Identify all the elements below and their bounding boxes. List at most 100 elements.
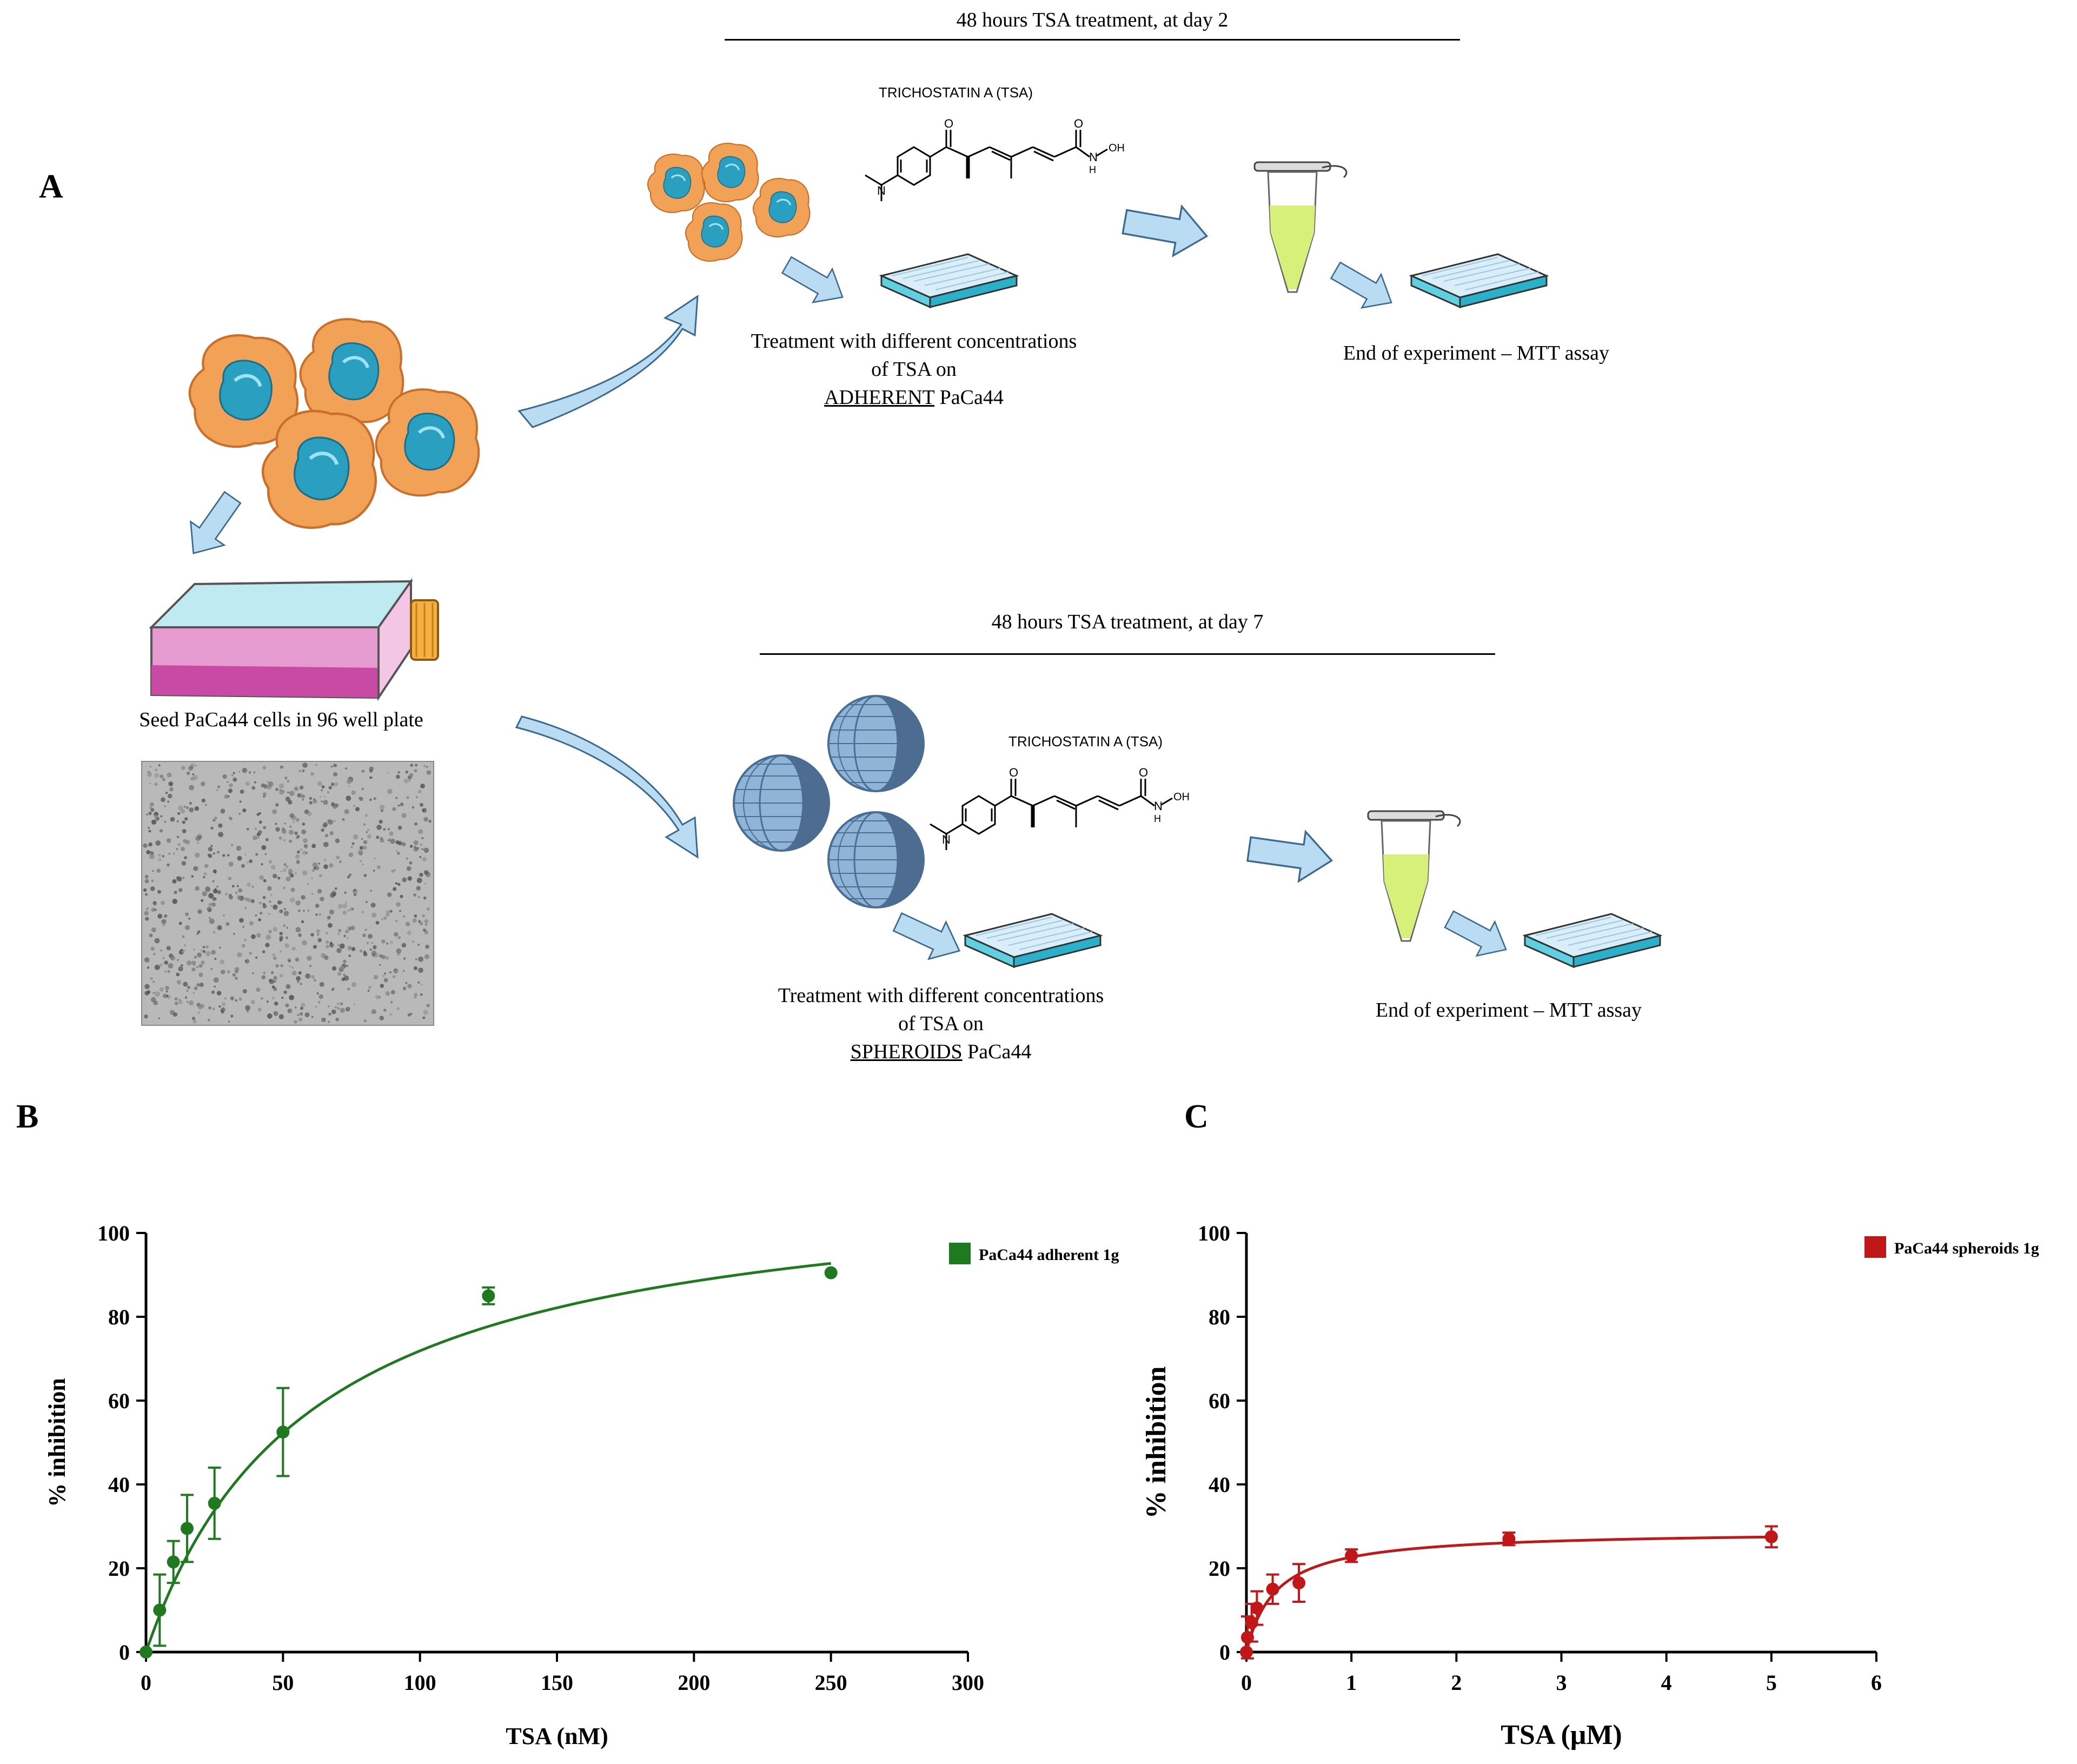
speckle	[273, 873, 277, 879]
speckle	[426, 766, 429, 768]
speckle	[420, 993, 423, 996]
speckle	[407, 931, 412, 936]
speckle	[191, 1017, 196, 1020]
speckle	[331, 892, 334, 894]
speckle	[400, 803, 404, 806]
speckle	[234, 967, 240, 972]
speckle	[312, 862, 318, 867]
speckle	[311, 844, 316, 848]
speckle	[233, 772, 235, 774]
speckle	[262, 896, 266, 899]
speckle	[387, 892, 392, 897]
speckle	[370, 903, 376, 908]
speckle	[208, 854, 213, 858]
speckle	[172, 1012, 178, 1017]
speckle	[199, 983, 204, 987]
speckle	[284, 777, 288, 780]
chart-b-data-point	[167, 1555, 180, 1569]
speckle	[280, 765, 283, 769]
speckle	[409, 773, 414, 778]
speckle	[255, 853, 258, 856]
speckle	[337, 972, 341, 976]
speckle	[351, 790, 356, 795]
speckle	[263, 971, 266, 974]
chart-b-data-point	[824, 1266, 838, 1279]
speckle	[288, 959, 291, 963]
speckle	[185, 806, 189, 810]
chart-c-x-tick-label: 6	[1871, 1670, 1882, 1695]
speckle	[302, 851, 307, 856]
speckle	[407, 1013, 411, 1017]
chart-b-data-point	[482, 1289, 495, 1303]
speckle	[165, 994, 169, 997]
speckle	[286, 936, 288, 939]
speckle	[407, 876, 412, 881]
atom-o2-top: O	[1074, 117, 1083, 130]
speckle	[233, 933, 235, 935]
chart-b-legend-label: PaCa44 adherent 1g	[979, 1246, 1119, 1264]
speckle	[423, 847, 429, 853]
speckle	[228, 788, 233, 793]
speckle	[261, 997, 263, 1000]
arrow-to-tube-top	[1119, 196, 1212, 262]
speckle	[317, 888, 322, 894]
speckle	[247, 883, 251, 887]
speckle	[285, 1003, 289, 1007]
speckle	[150, 808, 155, 812]
speckle	[287, 1008, 293, 1013]
speckle	[198, 1004, 203, 1010]
speckle	[323, 858, 327, 861]
speckle	[246, 828, 249, 831]
speckle	[146, 813, 148, 815]
speckle	[318, 994, 323, 999]
speckle	[224, 892, 228, 896]
speckle	[334, 782, 339, 787]
panel-a-letter: A	[39, 168, 63, 205]
speckle	[191, 875, 194, 878]
speckle	[184, 817, 188, 821]
speckle	[168, 781, 174, 786]
speckle	[203, 872, 207, 876]
speckle	[376, 835, 380, 839]
speckle	[285, 797, 290, 802]
speckle	[253, 835, 257, 840]
speckle	[208, 893, 214, 899]
speckle	[205, 945, 209, 949]
speckle	[230, 996, 234, 1000]
compound-label-top: TRICHOSTATIN A (TSA)	[879, 84, 1033, 101]
speckle	[172, 852, 175, 855]
speckle	[255, 914, 257, 917]
speckle	[321, 828, 324, 832]
speckle	[296, 836, 299, 839]
speckle	[307, 956, 312, 961]
speckle	[244, 959, 250, 964]
speckle	[303, 838, 308, 843]
speckle	[158, 858, 162, 861]
speckle	[221, 1002, 226, 1006]
speckle	[402, 986, 407, 991]
speckle	[403, 778, 409, 784]
speckle	[317, 781, 322, 786]
speckle	[184, 996, 188, 999]
speckle	[339, 943, 345, 949]
speckle	[402, 877, 407, 883]
speckle	[176, 848, 178, 851]
speckle	[151, 819, 157, 825]
speckle	[229, 817, 233, 820]
speckle	[228, 877, 232, 880]
speckle	[172, 899, 178, 904]
speckle	[164, 820, 167, 823]
speckle	[262, 795, 266, 798]
speckle	[284, 823, 286, 825]
speckle	[293, 821, 295, 824]
speckle	[294, 1020, 297, 1024]
speckle	[342, 911, 347, 915]
speckle	[315, 764, 318, 766]
speckle	[386, 942, 389, 945]
spheroid-caption: Treatment with different concentrations …	[725, 982, 1157, 1066]
speckle	[291, 966, 294, 969]
speckle	[360, 860, 362, 863]
speckle	[345, 901, 347, 904]
speckle	[201, 798, 205, 803]
speckle	[335, 1006, 337, 1009]
